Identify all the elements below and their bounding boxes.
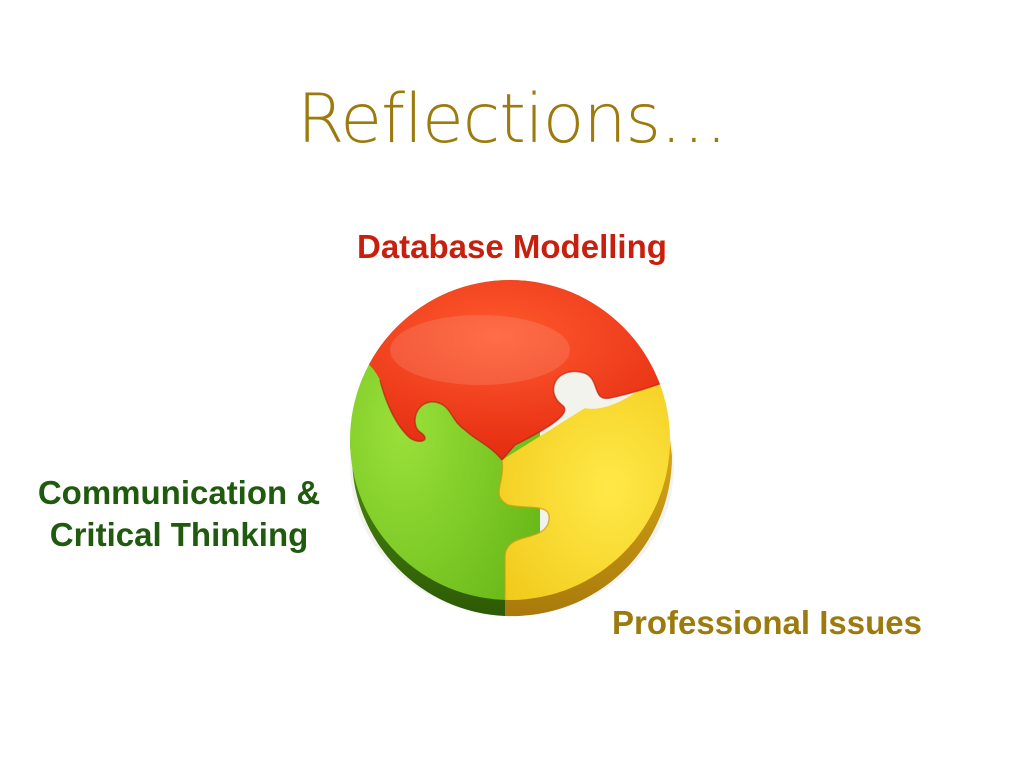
communication-label-line2: Critical Thinking [49, 516, 309, 553]
professional-issues-label: Professional Issues [612, 604, 922, 641]
communication-label-line1: Communication & [37, 474, 321, 511]
database-modelling-label: Database Modelling [357, 228, 667, 265]
slide-title: Reflections… [297, 80, 728, 159]
seam-green-yellow [498, 459, 550, 600]
puzzle-highlight [390, 315, 570, 385]
seam-red-green [379, 379, 503, 461]
communication-label: Communication & Critical Thinking [14, 472, 344, 556]
puzzle-piece-red [350, 280, 670, 460]
puzzle-circle-diagram [350, 280, 674, 617]
seam-red-yellow [501, 369, 670, 461]
